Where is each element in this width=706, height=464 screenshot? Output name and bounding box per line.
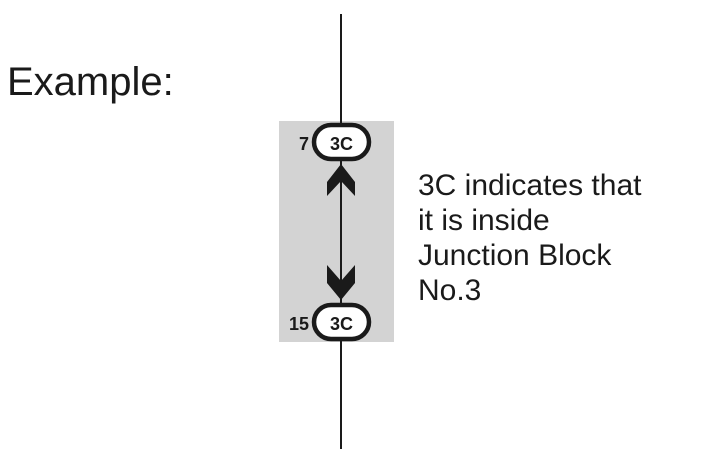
- bottom-connector-code: 3C: [330, 314, 353, 334]
- example-title: Example:: [7, 60, 174, 104]
- chevron-up-icon: [327, 164, 355, 196]
- bottom-connector: 3C 15: [289, 302, 372, 342]
- description-text: 3C indicates that it is inside Junction …: [418, 168, 698, 308]
- top-connector: 3C 7: [299, 122, 372, 162]
- description-line: No.3: [418, 274, 482, 307]
- top-connector-code: 3C: [330, 134, 353, 154]
- description-line: it is inside: [418, 204, 550, 237]
- description-line: 3C indicates that: [418, 169, 642, 202]
- bottom-connector-pill: [311, 302, 372, 342]
- top-pin-number: 7: [299, 134, 309, 154]
- description-line: Junction Block: [418, 239, 612, 272]
- chevron-down-icon: [327, 265, 355, 300]
- top-connector-pill: [311, 122, 372, 162]
- bottom-pin-number: 15: [289, 314, 309, 334]
